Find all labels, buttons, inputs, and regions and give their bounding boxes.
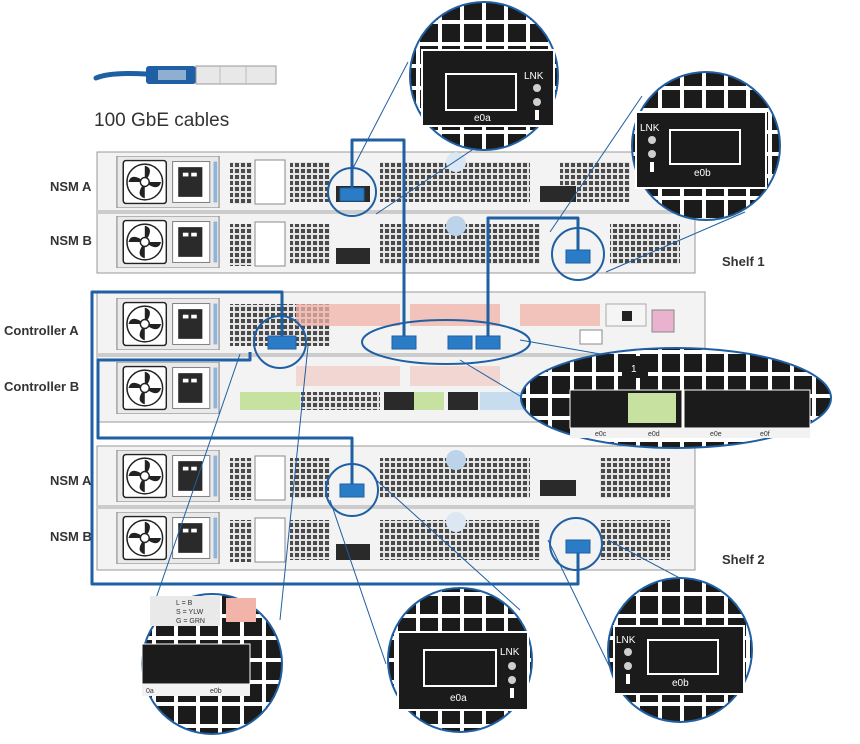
label-controller-a: Controller A — [4, 323, 79, 338]
zoom-left-legend-3: G = GRN — [176, 618, 205, 625]
zoom-controller-ports: 1 e0c e0d e0e e0f — [520, 347, 832, 449]
zoom-top-e0a-link-label: LNK — [524, 71, 544, 82]
zoom-left-legend-1: L = B — [176, 600, 193, 607]
label-shelf1-nsm-b: NSM B — [50, 233, 92, 248]
label-controller-b: Controller B — [4, 379, 79, 394]
zoom-bottom-e0a: e0a LNK — [387, 587, 533, 733]
zoom-mid-slot-label: 1 — [631, 364, 637, 375]
zoom-left-legend-2: S = YLW — [176, 609, 204, 616]
zoom-top-e0a: e0a LNK — [409, 1, 559, 151]
label-shelf2-nsm-b: NSM B — [50, 529, 92, 544]
shelf-1-chassis — [96, 151, 696, 274]
zoom-top-e0b: e0b LNK — [631, 71, 781, 221]
zoom-bottom-e0b: e0b LNK — [607, 577, 753, 723]
zoom-top-e0b-link-label: LNK — [640, 123, 660, 134]
zoom-top-e0b-port-label: e0b — [694, 168, 711, 179]
zoom-bottom-e0a-link-label: LNK — [500, 647, 520, 658]
zoom-bottom-e0b-port-label: e0b — [672, 678, 689, 689]
zoom-mid-port-e0e: e0e — [710, 431, 722, 438]
zoom-bottom-e0b-link-label: LNK — [616, 635, 636, 646]
zoom-bottom-e0a-port-label: e0a — [450, 693, 467, 704]
label-shelf-2: Shelf 2 — [722, 552, 765, 567]
cable-icon — [93, 65, 277, 85]
zoom-left-ports: 0a e0b L = B S = YLW G = GRN — [141, 593, 283, 735]
zoom-mid-port-e0d: e0d — [648, 431, 660, 438]
zoom-mid-port-e0f: e0f — [760, 431, 770, 438]
zoom-left-port-b: e0b — [210, 688, 222, 695]
label-shelf-1: Shelf 1 — [722, 254, 765, 269]
label-shelf2-nsm-a: NSM A — [50, 473, 92, 488]
label-shelf1-nsm-a: NSM A — [50, 179, 92, 194]
zoom-left-port-a: 0a — [146, 688, 154, 695]
callout-markers — [253, 167, 605, 571]
zoom-mid-port-e0c: e0c — [595, 431, 607, 438]
cable-connectors — [267, 187, 591, 554]
shelf-2-chassis — [96, 445, 696, 571]
page-title: 100 GbE cables — [94, 110, 229, 131]
zoom-top-e0a-port-label: e0a — [474, 113, 491, 124]
